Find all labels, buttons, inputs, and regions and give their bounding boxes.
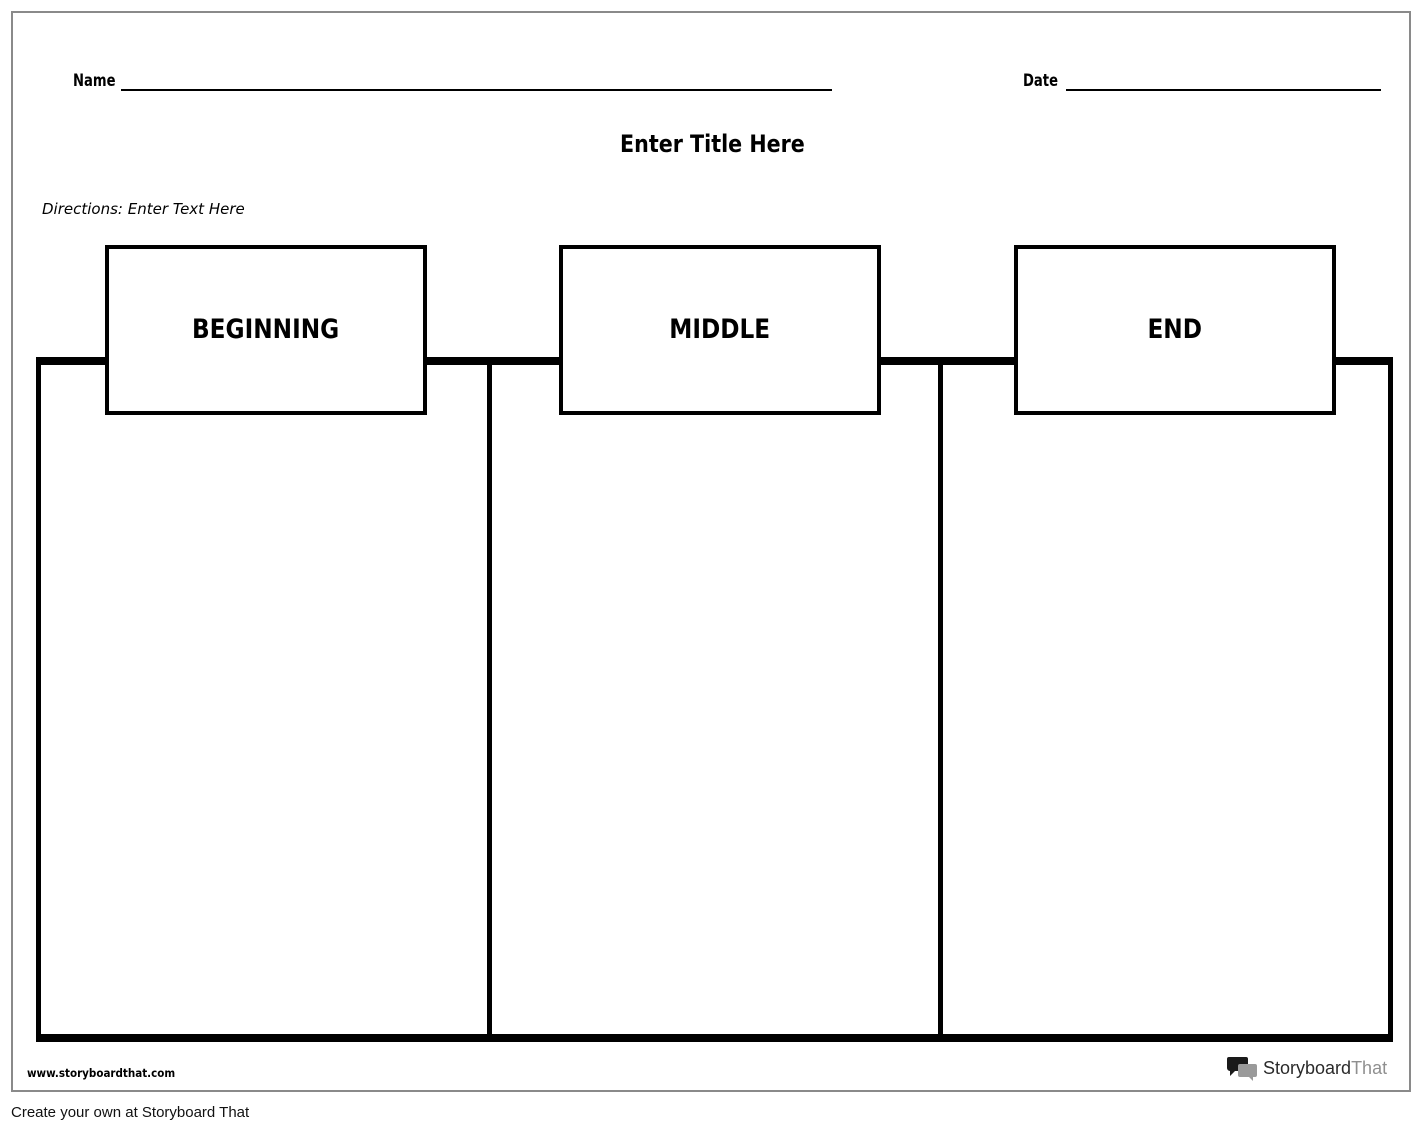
page-title[interactable]: Enter Title Here (0, 130, 1425, 158)
footer-create-link[interactable]: Create your own at Storyboard That (11, 1104, 250, 1121)
date-line[interactable] (1066, 89, 1381, 91)
end-header-box[interactable]: END (1014, 245, 1336, 415)
middle-heading: MIDDLE (669, 313, 771, 345)
beginning-heading: BEGINNING (192, 313, 340, 345)
middle-header-box[interactable]: MIDDLE (559, 245, 881, 415)
name-label: Name (73, 71, 116, 91)
brand-name-dark: Storyboard (1263, 1057, 1352, 1078)
middle-writing-area[interactable] (492, 420, 938, 1034)
date-label: Date (1023, 71, 1059, 91)
end-writing-area[interactable] (943, 420, 1388, 1034)
website-url: www.storyboardthat.com (27, 1066, 176, 1080)
end-heading: END (1147, 313, 1203, 345)
name-line[interactable] (121, 89, 832, 91)
beginning-writing-area[interactable] (41, 420, 487, 1034)
beginning-header-box[interactable]: BEGINNING (105, 245, 427, 415)
brand-name: StoryboardThat (1263, 1058, 1387, 1079)
speech-bubbles-icon (1227, 1057, 1257, 1081)
storyboardthat-logo: StoryboardThat (1227, 1055, 1387, 1081)
brand-name-light: That (1351, 1057, 1388, 1078)
page-title-text: Enter Title Here (620, 130, 805, 158)
worksheet-page (11, 11, 1411, 1092)
directions-text[interactable]: Directions: Enter Text Here (42, 200, 245, 218)
